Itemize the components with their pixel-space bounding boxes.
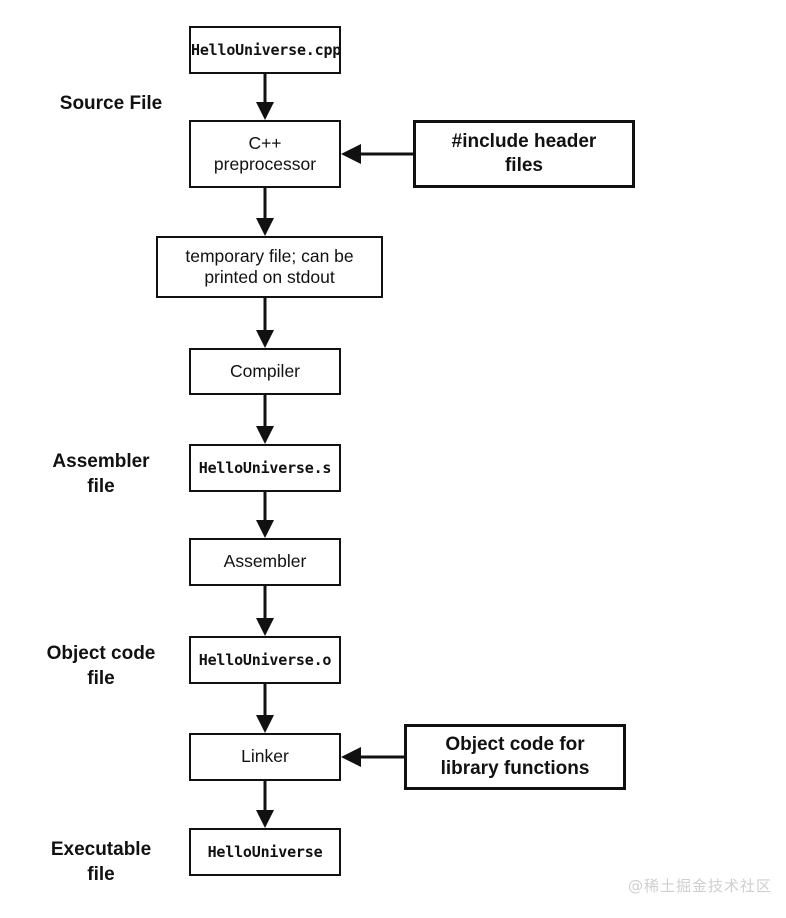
edge-asmfile-to-assembler — [256, 492, 274, 538]
node-label: Linker — [241, 746, 289, 767]
stage-label-object-code-file: Object code file — [46, 643, 156, 689]
node-linker[interactable]: Linker — [189, 733, 341, 781]
stage-label-assembler-file: Assembler file — [52, 451, 150, 497]
node-label: temporary file; can be printed on stdout — [185, 245, 354, 287]
watermark: @稀土掘金技术社区 — [627, 877, 772, 895]
node-label: Assembler — [223, 551, 307, 572]
node-label: C++ preprocessor — [213, 132, 317, 174]
edge-linker-to-executable — [256, 781, 274, 828]
node-hellouniverse-cpp[interactable]: HelloUniverse.cpp — [189, 26, 341, 74]
node-compiler[interactable]: Compiler — [189, 348, 341, 395]
edge-cpp-to-preprocessor — [256, 74, 274, 120]
node-include-header-files[interactable]: #include header files — [413, 120, 635, 188]
node-assembler[interactable]: Assembler — [189, 538, 341, 586]
edge-assembler-to-objfile — [256, 586, 274, 636]
edge-preprocessor-to-tempfile — [256, 188, 274, 236]
edge-compiler-to-asmfile — [256, 395, 274, 444]
stage-label-source-file: Source File — [59, 93, 163, 114]
node-object-code-library[interactable]: Object code for library functions — [404, 724, 626, 790]
node-label: HelloUniverse.s — [198, 458, 332, 477]
node-hellouniverse-s[interactable]: HelloUniverse.s — [189, 444, 341, 492]
node-label: Object code for library functions — [440, 733, 590, 779]
node-temporary-file[interactable]: temporary file; can be printed on stdout — [156, 236, 383, 298]
stage-label-executable-file: Executable file — [50, 839, 152, 885]
node-cpp-preprocessor[interactable]: C++ preprocessor — [189, 120, 341, 188]
node-label: Compiler — [229, 360, 301, 381]
edge-headers-to-preprocessor — [341, 144, 413, 164]
node-label: #include header files — [451, 130, 597, 176]
node-label: HelloUniverse.o — [198, 650, 332, 669]
node-label: HelloUniverse.cpp — [191, 40, 342, 59]
edge-tempfile-to-compiler — [256, 298, 274, 348]
node-hellouniverse-executable[interactable]: HelloUniverse — [189, 828, 341, 876]
node-hellouniverse-o[interactable]: HelloUniverse.o — [189, 636, 341, 684]
node-label: HelloUniverse — [207, 842, 323, 861]
edge-library-to-linker — [341, 747, 404, 767]
edge-objfile-to-linker — [256, 684, 274, 733]
